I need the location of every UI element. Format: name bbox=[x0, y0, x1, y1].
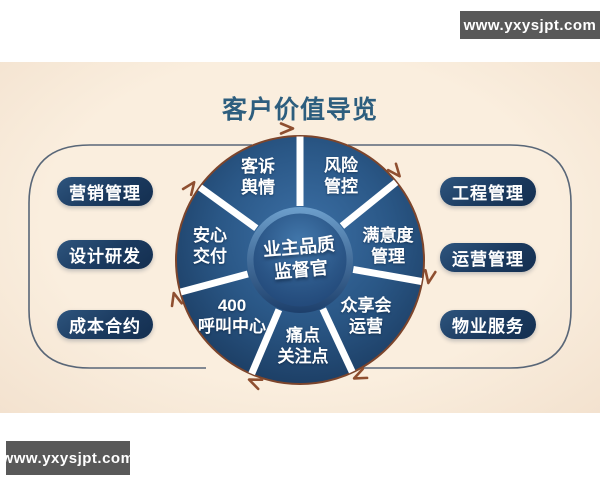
pill-engineering-management: 工程管理 bbox=[440, 177, 536, 206]
pill-property-service: 物业服务 bbox=[440, 310, 536, 339]
watermark-text: www.yxysjpt.com bbox=[1, 449, 135, 467]
segment-label-complaints-sentiment: 客诉 舆情 bbox=[241, 157, 275, 197]
watermark-text: www.yxysjpt.com bbox=[463, 16, 597, 34]
hub-label: 业主品质 监督官 bbox=[262, 233, 336, 283]
segment-label-pain-points: 痛点 关注点 bbox=[277, 326, 329, 366]
pill-operations-management: 运营管理 bbox=[440, 243, 536, 272]
left-bracket-line bbox=[28, 144, 252, 369]
watermark-top-right: www.yxysjpt.com bbox=[460, 11, 600, 39]
page-title: 客户价值导览 bbox=[221, 96, 378, 124]
hub-disc bbox=[253, 213, 347, 307]
pill-cost-contract: 成本合约 bbox=[57, 310, 153, 339]
pill-marketing-management: 营销管理 bbox=[57, 177, 153, 206]
watermark-bottom-left: www.yxysjpt.com bbox=[2, 441, 134, 475]
segment-dividers bbox=[179, 136, 423, 376]
segment-label-satisfaction-mgmt: 满意度 管理 bbox=[362, 226, 414, 266]
segment-label-risk-control: 风险 管控 bbox=[324, 156, 358, 196]
segment-label-call-center-400: 400 呼叫中心 bbox=[198, 296, 266, 336]
segment-label-assured-delivery: 安心 交付 bbox=[193, 226, 227, 266]
pill-design-rnd: 设计研发 bbox=[57, 240, 153, 269]
segment-label-community-operation: 众享会 运营 bbox=[340, 296, 392, 336]
right-bracket-line bbox=[348, 144, 572, 369]
clockwise-arrow-icons bbox=[170, 122, 437, 391]
